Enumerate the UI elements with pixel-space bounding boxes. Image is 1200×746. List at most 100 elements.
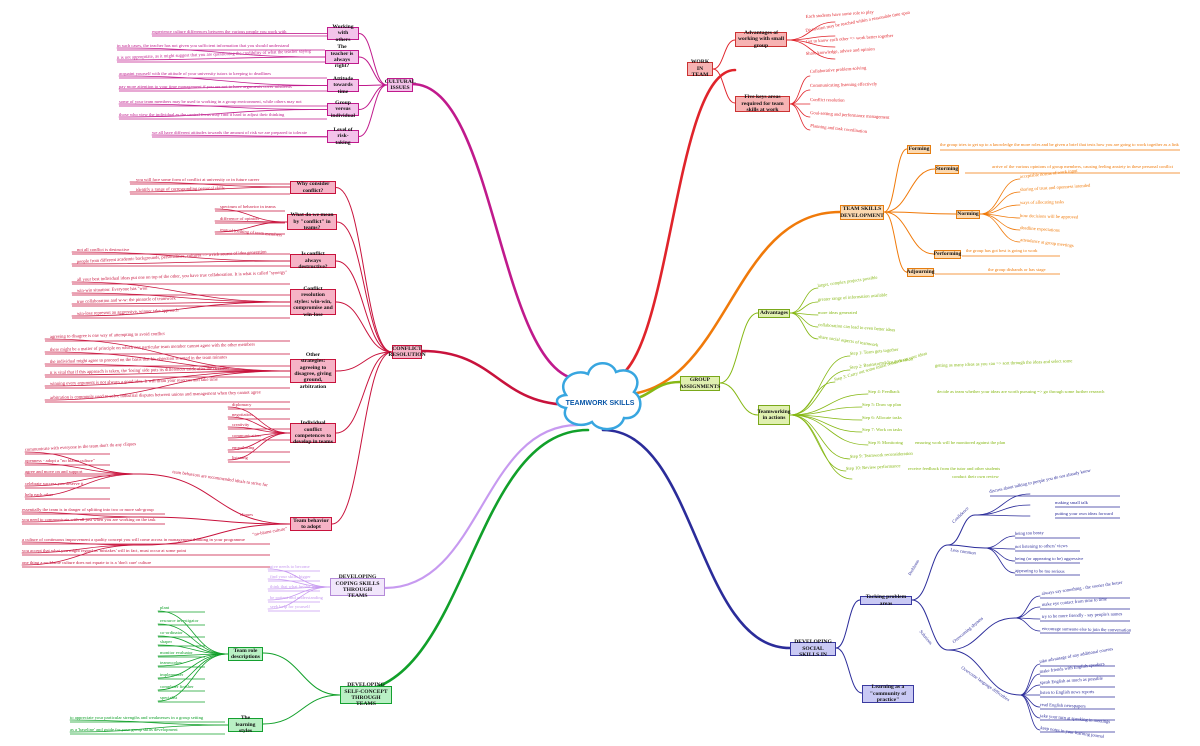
work-in-team-node[interactable]: WORK IN TEAM (687, 59, 713, 78)
why-item: you will face some form of conflict at u… (136, 177, 260, 182)
link (335, 260, 393, 353)
step-note: conduct their own review (952, 474, 999, 479)
no-blame-item: a culture of continuous improvement a qu… (22, 537, 245, 542)
team-roles-node[interactable]: Team role descriptions (228, 647, 263, 661)
link (947, 544, 986, 549)
cultural-item: in such cases, the teacher has not given… (117, 43, 290, 48)
connector-line (1014, 617, 1041, 632)
link (358, 33, 388, 86)
group-advantage-item: more ideas generated (818, 310, 858, 315)
conflict-styles-node[interactable]: Conflict resolution styles: win-win, com… (290, 286, 336, 318)
coping-item: be patient and understanding (270, 595, 323, 600)
recommended-item: help each other (25, 492, 54, 497)
step-note: receive feedback from the tutor and othe… (908, 466, 1001, 471)
learning-styles-node[interactable]: The learning styles (228, 715, 263, 734)
coping-item: find your skills bigger (270, 574, 311, 579)
conflict-why-node[interactable]: Why consider conflict? (290, 181, 336, 194)
center-title[interactable]: TEAMWORK SKILLS (565, 400, 635, 407)
competence-item: listening (232, 455, 248, 460)
conflict-resolution-node[interactable]: CONFLICT RESOLUTION (388, 345, 426, 359)
learning-community-node[interactable]: Learning as a "community of practice" (862, 684, 914, 703)
social-skills-node[interactable]: DEVELOPING SOCIAL SKILLS IN (790, 639, 836, 658)
cultural-risk-node[interactable]: Level of risk-taking (327, 127, 359, 146)
conflict-competences-node[interactable]: Individual conflict competences to devel… (290, 420, 336, 445)
connector-line (974, 493, 1031, 516)
link (331, 351, 393, 525)
connector-line (1019, 694, 1041, 708)
link (883, 148, 908, 213)
five-keys-node[interactable]: Five keys areas required for team skills… (735, 94, 790, 113)
connector-line (44, 338, 291, 372)
stage-norming-node[interactable]: Norming (956, 210, 980, 219)
connector-line (1014, 606, 1041, 619)
connector-line (21, 541, 141, 546)
main-branch-coping (383, 423, 580, 590)
cultural-group-node[interactable]: Group versus individual (327, 100, 359, 119)
coping-item: think that what he/she learns (270, 584, 323, 589)
connector-line (118, 75, 328, 86)
team-role-item: specialist (160, 695, 178, 700)
team-role-item: co-ordinator (160, 630, 183, 635)
connector-line (789, 75, 811, 105)
stage-adjourning-node[interactable]: Adjourning (906, 268, 935, 277)
cultural-working_with_others-node[interactable]: Working with others (327, 24, 359, 43)
step-label: Step 8: Monitoring (868, 440, 903, 445)
conflict-strategies-node[interactable]: Other strategies: agreeing to disagree, … (290, 352, 336, 390)
cultural-attitude-node[interactable]: Attitude towards time (327, 76, 359, 95)
connector-line (214, 221, 288, 233)
competence-item: negotiation (232, 412, 253, 417)
link (947, 649, 1021, 696)
main-branch-self (348, 428, 590, 694)
connector-line (69, 724, 229, 733)
stage-forming-node[interactable]: Forming (907, 145, 931, 154)
connector-line (1019, 663, 1041, 696)
less-common-item: not listening to others' views (1014, 543, 1068, 550)
link (911, 599, 949, 651)
link (883, 168, 936, 213)
what-item: difference of opinion (220, 216, 259, 221)
main-branch-cultural (410, 82, 585, 382)
cultural-always_right-node[interactable]: The teacher is always right? (325, 44, 359, 69)
recommended-item: celebrate success you deserve it (25, 481, 84, 486)
connector-line (789, 103, 811, 131)
self-concept-node[interactable]: DEVELOPING SELF-CONCEPT THROUGH TEAMS (340, 682, 392, 707)
coping-skills-node[interactable]: DEVELOPING COPING SKILLS THROUGH TEAMS (330, 574, 385, 599)
conflict-adopt-node[interactable]: Team behavior to adopt (290, 517, 332, 531)
team-skills-node[interactable]: TEAM SKILLS DEVELOPMENT (840, 205, 884, 220)
connector-line (1019, 694, 1041, 731)
group-advantages-node[interactable]: Advantages (758, 309, 790, 318)
team-role-item: shaper (160, 639, 172, 644)
main-branch-work (606, 68, 737, 382)
connector-line (789, 355, 851, 416)
recommended-item: agree and move on and support (25, 469, 83, 474)
advantages-small-group-node[interactable]: Advantages of working with small group (735, 30, 787, 49)
tackling-problem-node[interactable]: Tacking problem areas (860, 594, 912, 607)
learning-style-item: to appreciate your particular strengths … (70, 715, 204, 720)
stage-performing-node[interactable]: Performing (933, 250, 962, 259)
main-branch-team (616, 210, 842, 397)
stage-storming-node[interactable]: Storming (935, 165, 959, 174)
teamworking-node[interactable]: Teamworking in actions (757, 405, 791, 425)
cultural-issues-node[interactable]: CULTURAL ISSUES (384, 78, 416, 92)
link (883, 211, 957, 215)
less-common-item: being (or appearing to be) aggressive (1015, 556, 1084, 561)
conflict-what-node[interactable]: What do we mean by "conflict" in teams? (287, 212, 337, 231)
connector-line (151, 33, 328, 35)
connector-line (71, 301, 291, 317)
connector-line (786, 39, 836, 60)
link (883, 211, 908, 273)
connector-line (789, 414, 847, 472)
connector-line (44, 351, 291, 372)
link (719, 312, 759, 384)
group-assignments-node[interactable]: GROUP ASSIGNMENTS (679, 376, 721, 391)
team-role-item: teamworker (160, 660, 182, 665)
connector-line (984, 547, 1016, 574)
confidence-item: making small talk (1055, 500, 1088, 505)
connector-line (984, 547, 1016, 562)
stage-forming-text: the group tries to get up to a knowledge… (940, 142, 1179, 147)
step-label: Step 4: Feedback (868, 389, 900, 394)
conflict-always-node[interactable]: Is conflict always destructive? (290, 251, 336, 270)
team-role-item: plant (160, 605, 170, 610)
connector-line (44, 370, 291, 387)
step-note: ensuring work will be monitored against … (915, 440, 1006, 445)
